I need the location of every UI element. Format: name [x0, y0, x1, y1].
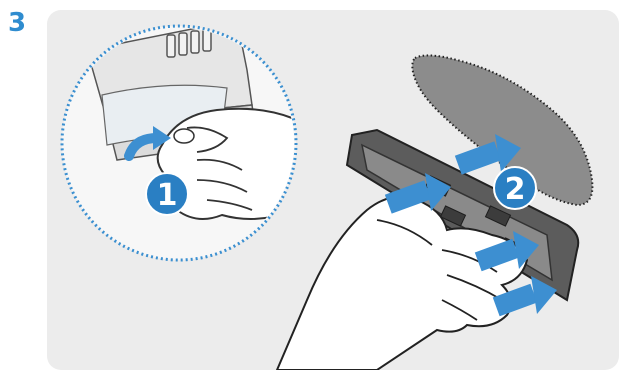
callout-badge-2: 2	[494, 167, 536, 209]
instruction-illustration: 1	[47, 10, 619, 370]
detail-zoom-callout: 1	[62, 20, 297, 260]
callout-badge-1: 1	[146, 173, 188, 215]
step-number: 3	[8, 10, 26, 36]
callout-label-1: 1	[157, 178, 178, 213]
illustration-panel: 1	[47, 10, 619, 370]
callout-label-2: 2	[505, 172, 526, 207]
